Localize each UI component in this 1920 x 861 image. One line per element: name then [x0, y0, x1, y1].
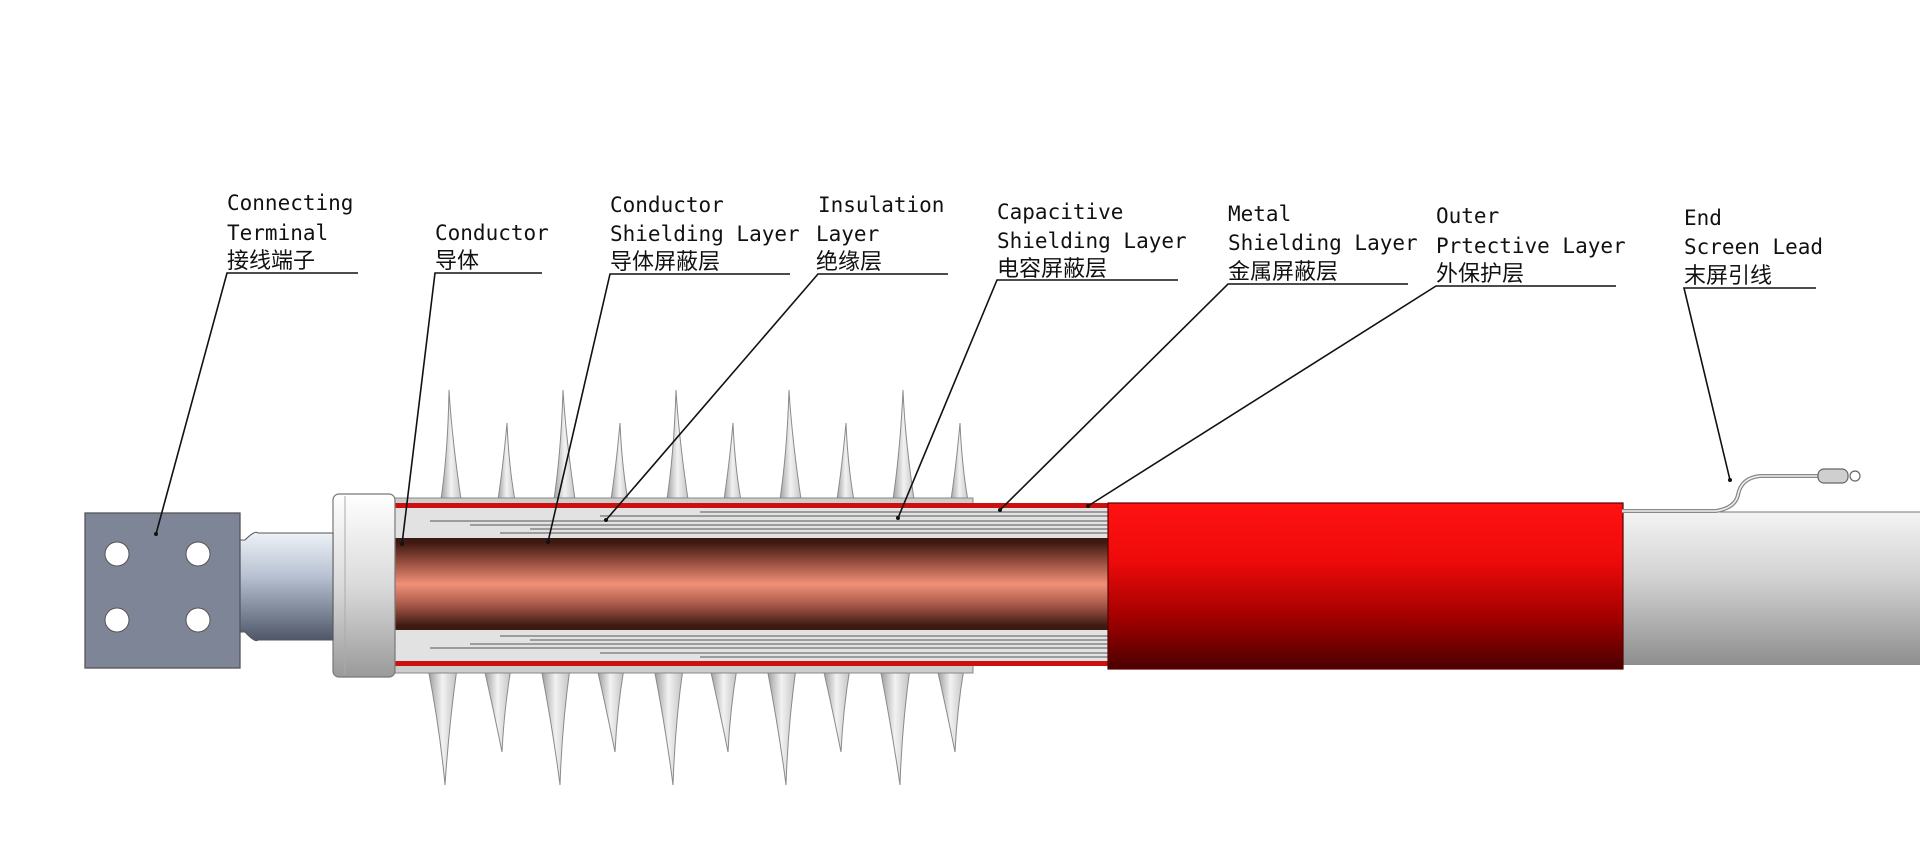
label-insulation-layer: Insulation Layer 绝缘层 — [604, 193, 948, 522]
label-en-1: Outer — [1436, 204, 1499, 228]
capacitive-shield-bottom — [393, 661, 1108, 666]
grading-lines — [430, 511, 1108, 658]
label-en-1: Capacitive — [997, 200, 1123, 224]
label-en-2: Prtective Layer — [1436, 234, 1626, 258]
cable-body — [1622, 512, 1920, 665]
label-zh: 外保护层 — [1436, 262, 1524, 287]
label-en-1: Metal — [1228, 202, 1291, 226]
label-en-1: Conductor — [435, 221, 549, 245]
label-en-2: Shielding Layer — [1228, 231, 1418, 255]
label-en-2: Terminal — [227, 221, 328, 245]
end-screen-lead-wire — [1622, 474, 1822, 513]
label-zh: 末屏引线 — [1684, 264, 1772, 289]
label-en-2: Layer — [816, 222, 879, 246]
label-conductor-shielding-layer: Conductor Shielding Layer 导体屏蔽层 — [546, 193, 800, 544]
label-connecting-terminal: Connecting Terminal 接线端子 — [154, 191, 358, 536]
terminal-plate — [84, 512, 241, 669]
terminal-hole — [185, 541, 211, 567]
terminal-hole — [104, 541, 130, 567]
label-zh: 电容屏蔽层 — [997, 257, 1107, 282]
label-en-2: Shielding Layer — [610, 222, 800, 246]
label-en-1: End — [1684, 206, 1722, 230]
terminal-hole — [185, 607, 211, 633]
outer-sheath — [1107, 502, 1624, 670]
insulation-bottom — [393, 630, 1108, 661]
label-en-2: Screen Lead — [1684, 235, 1823, 259]
label-zh: 绝缘层 — [816, 250, 882, 275]
label-zh: 接线端子 — [227, 249, 315, 274]
label-en-2: Shielding Layer — [997, 229, 1187, 253]
label-en-1: Conductor — [610, 193, 724, 217]
label-capacitive-shielding-layer: Capacitive Shielding Layer 电容屏蔽层 — [896, 200, 1187, 520]
label-metal-shielding-layer: Metal Shielding Layer 金属屏蔽层 — [998, 202, 1418, 512]
conductor-core — [393, 542, 1108, 626]
terminal-hole — [104, 607, 130, 633]
sheds-bottom — [427, 667, 965, 786]
label-zh: 金属屏蔽层 — [1228, 260, 1338, 285]
label-conductor: Conductor 导体 — [400, 221, 549, 546]
terminal-ring — [332, 493, 396, 678]
sheds-top — [439, 389, 970, 507]
lead-lug-hole — [1849, 470, 1861, 482]
capacitive-shield-top — [393, 503, 1108, 508]
terminal-stem — [239, 531, 334, 642]
label-zh: 导体 — [435, 249, 479, 274]
label-end-screen-lead: End Screen Lead 末屏引线 — [1682, 206, 1823, 482]
label-outer-protective-layer: Outer Prtective Layer 外保护层 — [1086, 204, 1626, 508]
label-en-1: Connecting — [227, 191, 353, 215]
end-screen-lead-wire-hl — [1622, 475, 1822, 512]
lead-lug — [1817, 468, 1849, 484]
label-en-1: Insulation — [818, 193, 944, 217]
label-zh: 导体屏蔽层 — [610, 250, 720, 275]
